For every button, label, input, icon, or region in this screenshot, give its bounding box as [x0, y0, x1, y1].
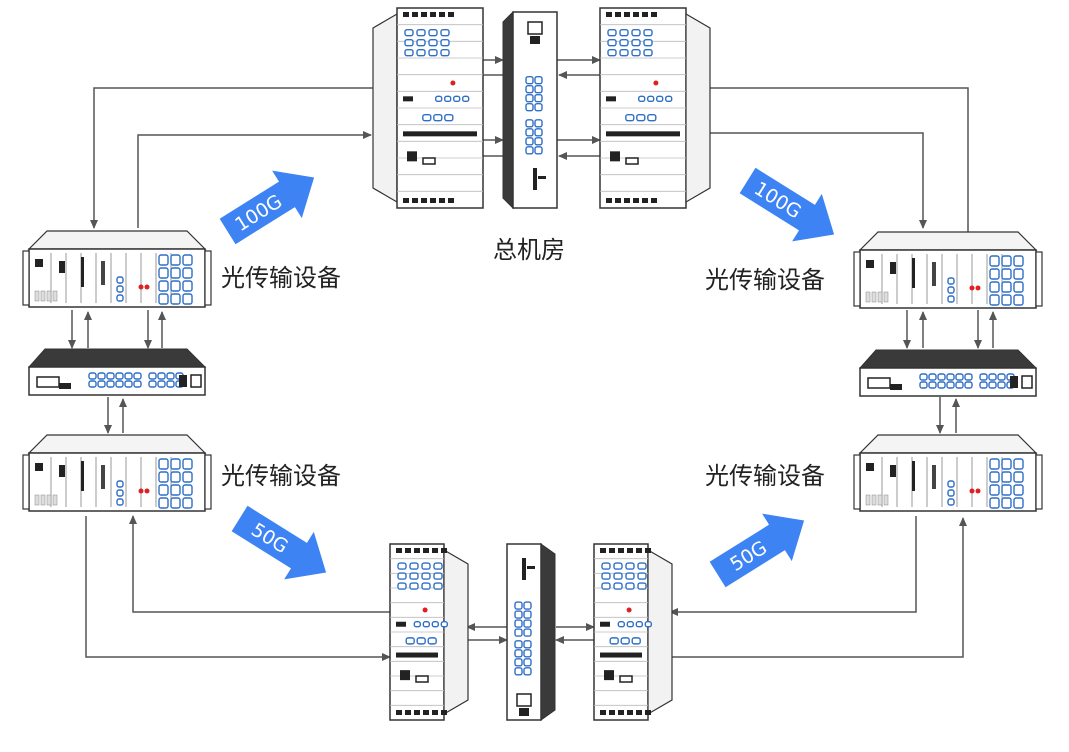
core-rack-right: [599, 7, 711, 209]
optical-transport-device-left-bottom: [22, 434, 212, 512]
link-top-left-inner: [137, 131, 372, 228]
switch-left: [27, 348, 207, 396]
arrow-100g-left: 100G: [219, 170, 315, 245]
link-bottom-left-inner: [129, 515, 390, 613]
optical-transport-label-right-bottom: 光传输设备: [705, 462, 825, 490]
link-bottom-right-inner: [669, 516, 917, 616]
arrow-50g-left: 50G: [231, 505, 327, 580]
optical-transport-device-left-top: [22, 230, 212, 308]
main-room-label: 总机房: [493, 236, 565, 264]
link-bottom-left-outer: [85, 516, 391, 661]
branch-rack-left: [389, 543, 469, 721]
optical-transport-label-right-top: 光传输设备: [705, 266, 825, 294]
core-switch: [502, 10, 558, 210]
link-top-right-outer: [695, 84, 969, 232]
arrow-50g-right: 50G: [709, 513, 805, 588]
bandwidth-arrows: 100G 100G 50G 50G: [219, 167, 835, 588]
optical-transport-label-left-bottom: 光传输设备: [221, 462, 341, 490]
optical-transport-label-left-top: 光传输设备: [221, 264, 341, 292]
core-rack-left: [372, 7, 484, 209]
link-top-right-inner: [694, 132, 927, 229]
connection-lines: [68, 56, 997, 661]
link-bottom-right-outer: [670, 517, 967, 658]
optical-transport-device-right-bottom: [853, 434, 1043, 512]
link-top-left-outer: [90, 87, 373, 229]
arrow-100g-right: 100G: [739, 167, 835, 242]
branch-rack-right: [593, 543, 673, 721]
branch-switch: [506, 543, 556, 721]
devices: [22, 7, 1043, 721]
optical-transport-device-right-top: [853, 231, 1043, 309]
switch-right: [858, 349, 1038, 397]
